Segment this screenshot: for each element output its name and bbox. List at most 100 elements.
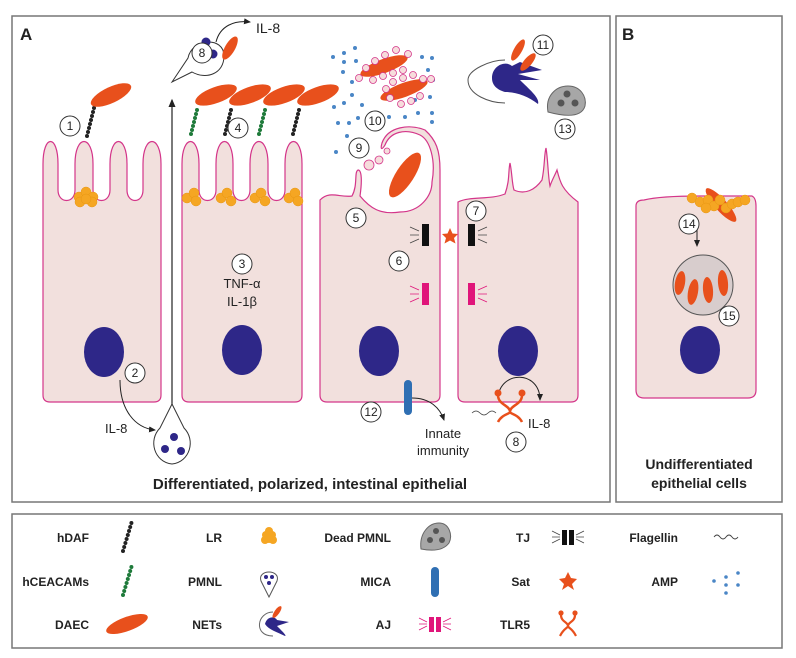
legend-item: Sat bbox=[511, 572, 577, 590]
daec-bacterium-icon bbox=[222, 36, 238, 60]
tight-junction-icon bbox=[551, 530, 585, 545]
svg-text:10: 10 bbox=[368, 114, 382, 128]
il8-label-top: IL-8 bbox=[256, 20, 280, 36]
svg-text:4: 4 bbox=[235, 121, 242, 135]
lipid-raft-icon bbox=[261, 527, 277, 544]
legend-item: AMP bbox=[651, 571, 740, 595]
panel-a-letter: A bbox=[20, 25, 32, 44]
step-number-8: 8 bbox=[505, 431, 527, 453]
nets-icon bbox=[467, 39, 542, 104]
legend-label: Flagellin bbox=[629, 531, 678, 545]
legend-item: AJ bbox=[376, 617, 452, 632]
svg-text:9: 9 bbox=[356, 141, 363, 155]
daec-bacterium-icon bbox=[388, 152, 422, 198]
svg-text:7: 7 bbox=[473, 204, 480, 218]
legend-label: AMP bbox=[651, 575, 678, 589]
il8-secretion-arrow bbox=[119, 379, 156, 433]
amp-dots-icon bbox=[712, 571, 740, 595]
svg-text:12: 12 bbox=[364, 405, 378, 419]
tnf-alpha-label: TNF-α bbox=[223, 276, 261, 291]
daec-bacterium-icon bbox=[263, 84, 305, 106]
mica-icon bbox=[404, 380, 412, 415]
svg-text:5: 5 bbox=[353, 211, 360, 225]
tight-junction-icon bbox=[409, 224, 429, 246]
legend-label: Sat bbox=[511, 575, 530, 589]
svg-text:6: 6 bbox=[396, 254, 403, 268]
nucleus bbox=[84, 327, 124, 377]
step-number-7: 7 bbox=[465, 200, 487, 222]
daec-bacterium-icon bbox=[195, 84, 237, 106]
daec-bacterium-icon bbox=[106, 614, 148, 634]
hdaf-chain-icon bbox=[85, 106, 96, 138]
nucleus bbox=[359, 326, 399, 376]
legend-item: LR bbox=[206, 527, 277, 545]
step-number-15: 15 bbox=[718, 305, 740, 327]
amp-coated-bacterium bbox=[380, 71, 435, 108]
panel-a-caption: Differentiated, polarized, intestinal ep… bbox=[153, 476, 467, 493]
step-number-10: 10 bbox=[364, 110, 386, 132]
nucleus bbox=[680, 326, 720, 374]
step-number-2: 2 bbox=[124, 362, 146, 384]
step-number-8: 8 bbox=[191, 42, 213, 64]
svg-text:13: 13 bbox=[558, 122, 572, 136]
step-number-14: 14 bbox=[678, 213, 700, 235]
legend-label: MICA bbox=[360, 575, 391, 589]
legend-item: PMNL bbox=[188, 571, 278, 599]
epithelial-cell-4 bbox=[457, 147, 579, 403]
hdaf-chain-icon bbox=[121, 521, 134, 553]
step-number-13: 13 bbox=[554, 118, 576, 140]
il8-label-right: IL-8 bbox=[528, 416, 550, 431]
vesicle-release bbox=[363, 147, 391, 171]
tlr5-receptor-icon bbox=[558, 610, 578, 637]
sat-star-icon bbox=[559, 572, 577, 590]
daec-bacterium-icon bbox=[297, 84, 339, 106]
legend-label: hCEACAMs bbox=[22, 575, 89, 589]
legend-label: LR bbox=[206, 531, 222, 545]
hdaf-chain-icon bbox=[291, 108, 301, 136]
legend-label: NETs bbox=[192, 618, 222, 632]
legend-item: Flagellin bbox=[629, 531, 739, 545]
legend-label: TJ bbox=[516, 531, 530, 545]
step-number-5: 5 bbox=[345, 207, 367, 229]
daec-bacterium-icon bbox=[229, 84, 271, 106]
il8-release-arrow bbox=[215, 18, 251, 43]
dead-pmnl-icon bbox=[547, 85, 586, 116]
adherens-junction-icon bbox=[418, 617, 452, 632]
daec-bacterium-icon bbox=[90, 83, 132, 107]
svg-text:8: 8 bbox=[513, 435, 520, 449]
hceacam-chain-icon bbox=[121, 565, 134, 597]
legend-item: hCEACAMs bbox=[22, 565, 134, 597]
il1b-label: IL-1β bbox=[227, 294, 257, 309]
innate-label-line2: immunity bbox=[417, 443, 470, 458]
epithelial-cell-1 bbox=[42, 141, 162, 403]
panel-b-caption-line2: epithelial cells bbox=[651, 475, 747, 491]
legend-label: PMNL bbox=[188, 575, 222, 589]
tight-junction-icon bbox=[468, 224, 488, 246]
svg-text:3: 3 bbox=[239, 257, 246, 271]
hceacam-chain-icon bbox=[189, 108, 199, 136]
pmnl-icon bbox=[153, 402, 191, 465]
tlr5-receptor-icon bbox=[494, 389, 526, 423]
svg-text:15: 15 bbox=[722, 309, 736, 323]
vacuole-with-bacteria bbox=[672, 254, 734, 316]
adherens-junction-icon bbox=[409, 283, 429, 305]
svg-text:1: 1 bbox=[67, 119, 74, 133]
svg-text:11: 11 bbox=[537, 38, 550, 52]
innate-immunity-arrow bbox=[411, 397, 445, 421]
step-number-6: 6 bbox=[388, 250, 410, 272]
amp-dots-icon bbox=[331, 46, 435, 154]
legend-item: TJ bbox=[516, 530, 585, 545]
flagellin-icon bbox=[471, 410, 497, 416]
amp-coated-bacterium bbox=[355, 46, 412, 84]
step-number-9: 9 bbox=[348, 137, 370, 159]
flagellin-icon bbox=[713, 534, 739, 540]
legend-frame bbox=[11, 513, 783, 649]
il8-label-left: IL-8 bbox=[105, 421, 127, 436]
legend-label: TLR5 bbox=[500, 618, 530, 632]
nucleus bbox=[498, 326, 538, 376]
adherens-junction-icon bbox=[468, 283, 488, 305]
legend-item: NETs bbox=[192, 606, 289, 637]
step-number-11: 11 bbox=[532, 34, 554, 56]
